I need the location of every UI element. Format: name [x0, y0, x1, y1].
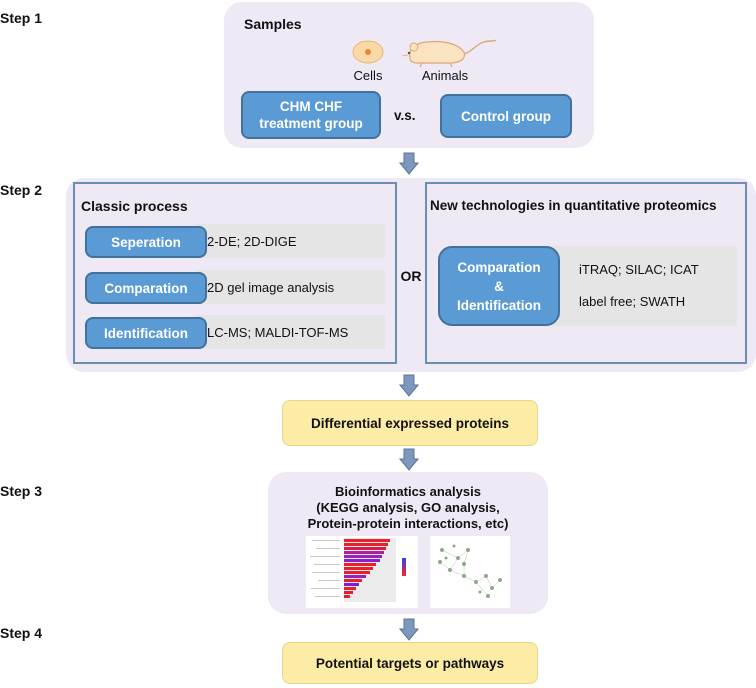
comparation-identification-line-1: Comparation: [457, 259, 541, 275]
comparation-identification-line-2: &: [494, 278, 504, 294]
new-technologies-box: New technologies in quantitative proteom…: [425, 182, 747, 364]
comparation-box: Comparation: [85, 272, 207, 304]
cells-label: Cells: [353, 68, 383, 83]
new-tech-values: iTRAQ; SILAC; ICAT label free; SWATH: [547, 246, 737, 326]
enrichment-bars: [344, 539, 390, 598]
enrichment-chart-thumbnail: [306, 536, 418, 608]
classic-title: Classic process: [81, 198, 188, 214]
down-arrow-icon: [399, 374, 419, 397]
new-technologies-title: New technologies in quantitative proteom…: [430, 198, 717, 213]
step-2-label: Step 2: [0, 182, 43, 198]
bioinformatics-title-line-2: (KEGG analysis, GO analysis,: [316, 500, 500, 515]
samples-panel: Samples Cells Animals CHM CHF treatment …: [224, 2, 594, 148]
down-arrow-icon: [399, 152, 419, 175]
samples-title: Samples: [244, 16, 302, 32]
identification-value: LC-MS; MALDI-TOF-MS: [195, 315, 385, 349]
differential-proteins-box: Differential expressed proteins: [282, 400, 538, 446]
comparation-value: 2D gel image analysis: [195, 270, 385, 304]
classic-process-box: Classic process 2-DE; 2D-DIGE Seperation…: [73, 182, 397, 364]
vs-label: v.s.: [394, 108, 416, 123]
or-label: OR: [400, 268, 422, 284]
treatment-group-box: CHM CHF treatment group: [241, 91, 381, 139]
control-group-box: Control group: [440, 94, 572, 138]
bioinformatics-title: Bioinformatics analysis (KEGG analysis, …: [268, 484, 548, 532]
mouse-icon: [401, 39, 497, 68]
separation-box: Seperation: [85, 226, 207, 258]
step-4-label: Step 4: [0, 625, 43, 641]
network-thumbnail: [430, 536, 510, 608]
comparation-identification-line-3: Identification: [457, 297, 541, 313]
bioinformatics-title-line-1: Bioinformatics analysis: [335, 484, 481, 499]
potential-targets-box: Potential targets or pathways: [282, 642, 538, 684]
step-1-label: Step 1: [0, 10, 43, 26]
cell-icon: [352, 40, 384, 64]
identification-box: Identification: [85, 317, 207, 349]
step-3-label: Step 3: [0, 483, 43, 499]
bioinformatics-title-line-3: Protein-protein interactions, etc): [307, 516, 509, 531]
comparation-identification-box: Comparation & Identification: [438, 246, 560, 326]
new-tech-line-1: iTRAQ; SILAC; ICAT: [579, 262, 699, 277]
down-arrow-icon: [399, 618, 419, 641]
separation-value: 2-DE; 2D-DIGE: [195, 224, 385, 258]
animals-label: Animals: [421, 68, 469, 83]
down-arrow-icon: [399, 448, 419, 471]
new-tech-line-2: label free; SWATH: [579, 294, 686, 309]
bioinformatics-panel: Bioinformatics analysis (KEGG analysis, …: [268, 472, 548, 614]
